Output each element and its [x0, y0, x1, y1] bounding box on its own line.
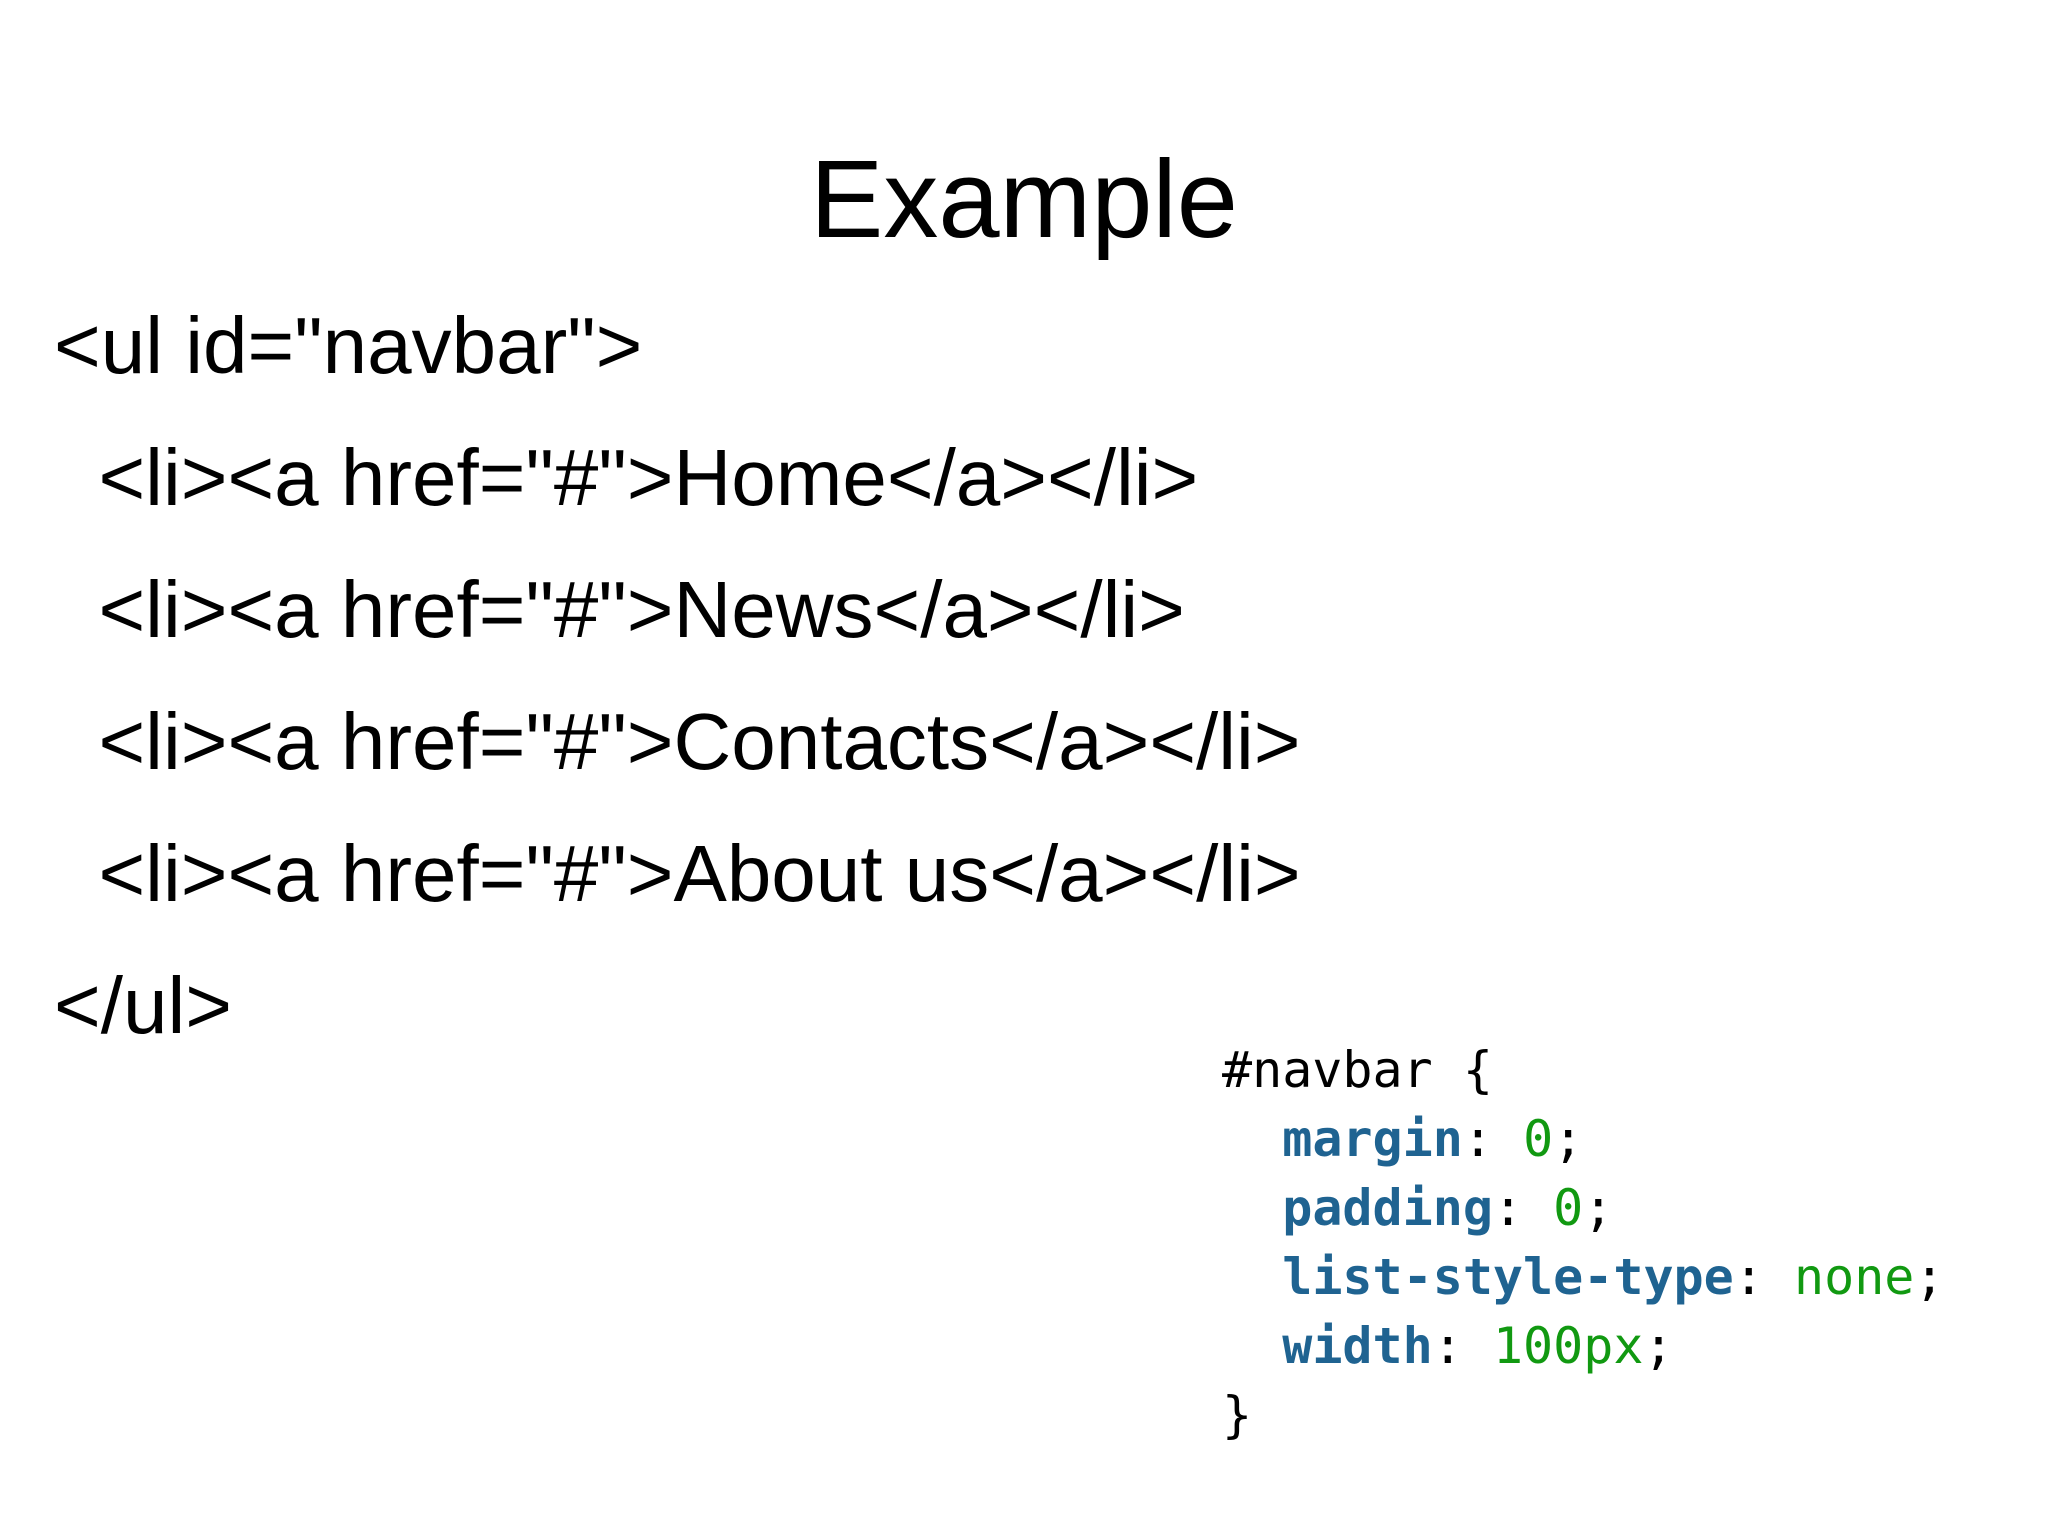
css-closing-brace: }	[1222, 1386, 1253, 1444]
html-code-line: <li><a href="#">Contacts</a></li>	[54, 697, 1301, 786]
slide-title: Example	[810, 138, 1238, 261]
css-declaration: list-style-type: none;	[1222, 1243, 1945, 1312]
html-code-line: </ul>	[54, 961, 232, 1050]
css-closing-line: }	[1222, 1381, 1945, 1450]
css-colon: :	[1492, 1179, 1554, 1237]
css-code-block: #navbar { margin: 0; padding: 0; list-st…	[1222, 1036, 1945, 1450]
css-colon: :	[1462, 1110, 1524, 1168]
css-property: margin	[1282, 1110, 1463, 1168]
css-value: 0	[1553, 1179, 1584, 1237]
css-value: 100px	[1492, 1317, 1644, 1375]
css-value: none	[1793, 1248, 1915, 1306]
html-code-line: <li><a href="#">About us</a></li>	[54, 829, 1301, 918]
html-code-line: <li><a href="#">Home</a></li>	[54, 433, 1199, 522]
css-selector-line: #navbar {	[1222, 1036, 1945, 1105]
css-semicolon: ;	[1643, 1317, 1674, 1375]
css-property: list-style-type	[1282, 1248, 1734, 1306]
css-semicolon: ;	[1914, 1248, 1945, 1306]
css-declaration: padding: 0;	[1222, 1174, 1945, 1243]
html-code-line: <li><a href="#">News</a></li>	[54, 565, 1185, 654]
html-code-line: <ul id="navbar">	[54, 301, 643, 390]
css-property: width	[1282, 1317, 1433, 1375]
css-selector: #navbar {	[1222, 1041, 1493, 1099]
css-property: padding	[1282, 1179, 1493, 1237]
css-value: 0	[1523, 1110, 1554, 1168]
css-semicolon: ;	[1583, 1179, 1614, 1237]
css-declaration: width: 100px;	[1222, 1312, 1945, 1381]
css-semicolon: ;	[1553, 1110, 1584, 1168]
css-declaration: margin: 0;	[1222, 1105, 1945, 1174]
html-code-block: <ul id="navbar"> <li><a href="#">Home</a…	[54, 280, 1301, 1072]
css-colon: :	[1432, 1317, 1493, 1375]
css-colon: :	[1733, 1248, 1794, 1306]
